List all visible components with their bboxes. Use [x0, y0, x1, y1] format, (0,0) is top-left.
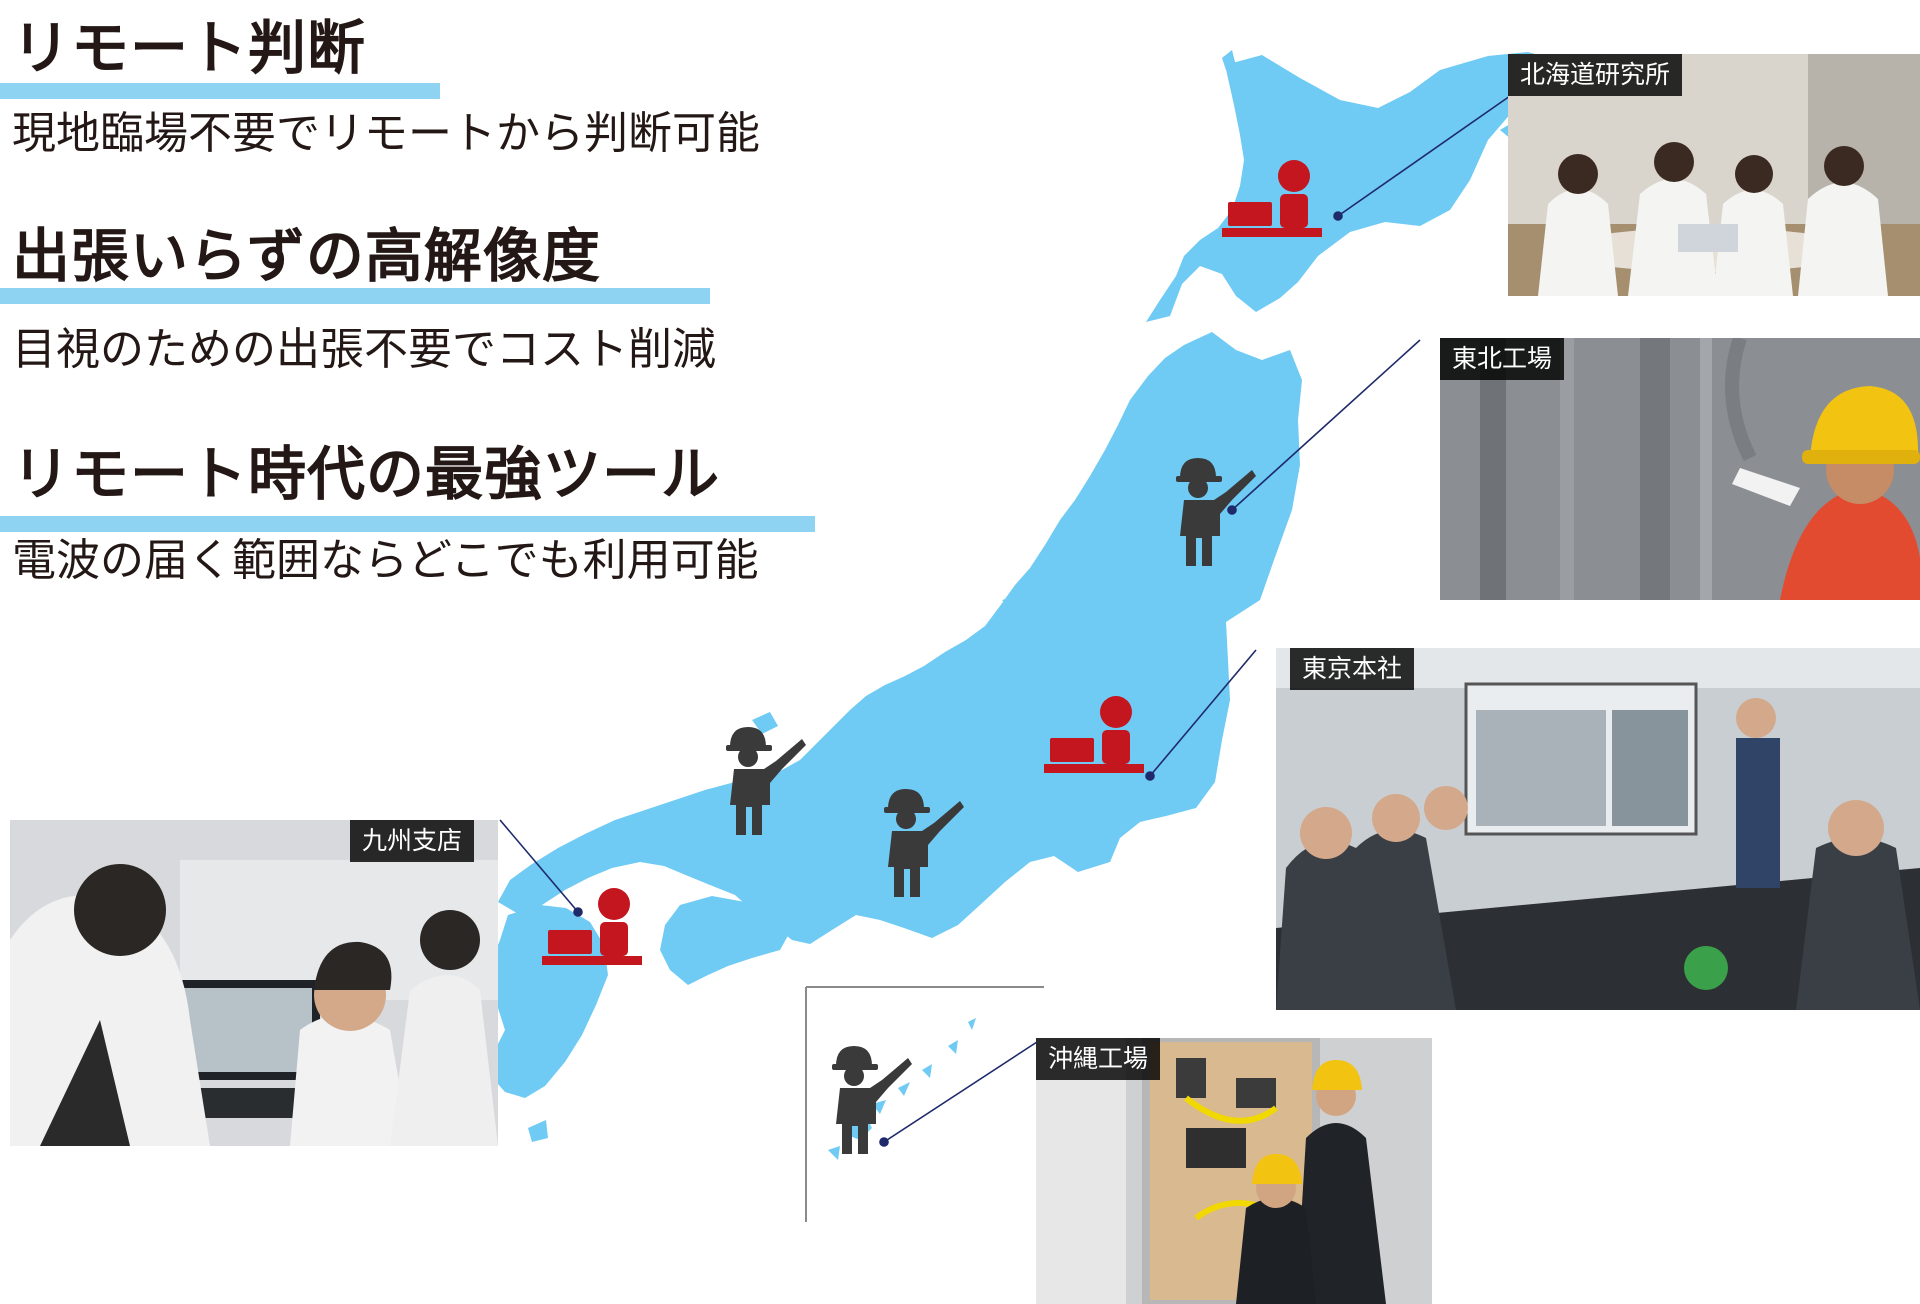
leader-line-kyushu — [499, 819, 579, 913]
site-label-tohoku: 東北工場 — [1440, 338, 1565, 380]
map-point-kyushu — [573, 907, 583, 917]
electrical-panel-image — [1036, 1038, 1432, 1304]
lab-scene-image — [1508, 54, 1920, 296]
hokkaido-island — [1146, 52, 1556, 322]
feature-3-title: リモート時代の最強ツール — [12, 440, 721, 508]
person-with-laptop-icon — [1222, 160, 1322, 237]
tohoku-factory-photo: 東北工場 — [1440, 338, 1920, 600]
feature-1-underline — [0, 83, 440, 99]
person-with-laptop-icon — [1044, 696, 1144, 773]
okinawa-factory-photo: 沖縄工場 — [1036, 1038, 1432, 1304]
site-label-tokyo: 東京本社 — [1290, 648, 1415, 690]
hokkaido-lab-photo: 北海道研究所 — [1508, 54, 1920, 296]
feature-2-description: 目視のための出張不要でコスト削減 — [12, 324, 716, 375]
leader-line-tohoku — [1231, 339, 1421, 511]
worker-with-hard-hat-pointing-icon — [884, 789, 964, 897]
shikoku-island — [660, 896, 790, 985]
map-point-hokkaido — [1333, 211, 1343, 221]
honshu-island — [498, 332, 1302, 944]
feature-2-underline — [0, 288, 710, 304]
feature-3-description: 電波の届く範囲ならどこでも利用可能 — [12, 535, 759, 586]
leader-line-hokkaido — [1337, 95, 1511, 217]
feature-1-title: リモート判断 — [12, 14, 367, 82]
leader-line-okinawa — [883, 1039, 1041, 1143]
tokyo-hq-photo: 東京本社 — [1276, 648, 1920, 1010]
feature-3-underline — [0, 516, 815, 532]
office-workers-image — [10, 820, 498, 1146]
worker-with-hard-hat-pointing-icon — [726, 727, 806, 835]
site-label-kyushu: 九州支店 — [350, 820, 475, 862]
meeting-room-image — [1276, 648, 1920, 1010]
map-point-tohoku — [1227, 505, 1237, 515]
map-point-okinawa — [879, 1137, 889, 1147]
site-label-hokkaido: 北海道研究所 — [1508, 54, 1683, 96]
factory-worker-image — [1440, 338, 1920, 600]
map-point-tokyo — [1145, 771, 1155, 781]
site-label-okinawa: 沖縄工場 — [1036, 1038, 1161, 1080]
person-with-laptop-icon — [542, 888, 642, 965]
leader-line-tokyo — [1149, 649, 1257, 777]
kyushu-branch-photo: 九州支店 — [10, 820, 498, 1146]
feature-2-title: 出張いらずの高解像度 — [12, 222, 601, 290]
feature-1-description: 現地臨場不要でリモートから判断可能 — [12, 108, 760, 159]
worker-with-hard-hat-pointing-icon — [1176, 458, 1256, 566]
worker-with-hard-hat-pointing-icon — [832, 1046, 912, 1154]
